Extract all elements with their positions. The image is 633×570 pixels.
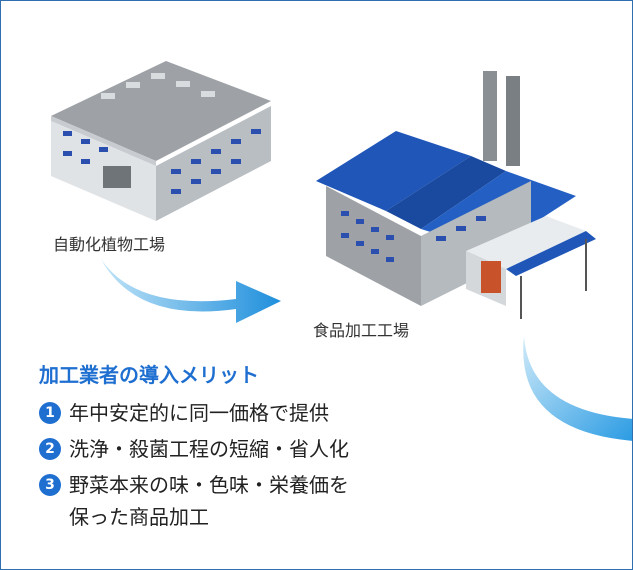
flow-arrow-1 [101, 259, 281, 323]
merit-text: 洗浄・殺菌工程の短縮・省人化 [69, 437, 349, 461]
plant-factory-icon [51, 61, 271, 221]
food-factory-label: 食品加工工場 [313, 321, 410, 340]
food-factory-icon [316, 71, 596, 319]
merit-item: 1 年中安定的に同一価格で提供 [39, 397, 519, 429]
merit-item: 2 洗浄・殺菌工程の短縮・省人化 [39, 433, 519, 465]
merits-list: 1 年中安定的に同一価格で提供 2 洗浄・殺菌工程の短縮・省人化 3 野菜本来の… [39, 397, 519, 537]
plant-factory-label: 自動化植物工場 [53, 235, 166, 254]
merit-text: 年中安定的に同一価格で提供 [69, 401, 329, 425]
number-badge-icon: 2 [39, 438, 61, 460]
merit-text: 野菜本来の味・色味・栄養価を保った商品加工 [69, 473, 349, 529]
number-badge-icon: 1 [39, 402, 61, 424]
number-badge-icon: 3 [39, 474, 61, 496]
merit-item: 3 野菜本来の味・色味・栄養価を保った商品加工 [39, 469, 519, 533]
merits-title: 加工業者の導入メリット [39, 363, 259, 387]
flow-arrow-2 [523, 336, 632, 441]
